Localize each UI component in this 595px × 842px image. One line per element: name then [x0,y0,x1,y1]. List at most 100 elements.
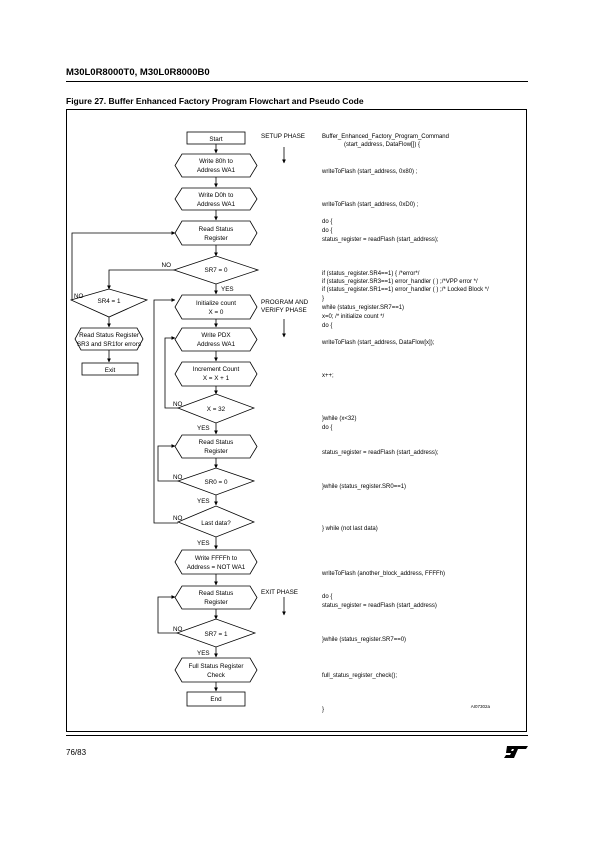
code-line: }while (status_register.SR0==1) [322,484,406,490]
sr7-1-decision [175,618,257,648]
write-pdx-label-1: Write PDX [201,332,231,339]
code-line: if (status_register.SR1==1) error_handle… [322,287,489,293]
sr7-1-label: SR7 = 1 [205,631,228,638]
setup-phase-label: SETUP PHASE [261,133,305,140]
figure-code: AI07302a [471,704,491,709]
end-box [186,691,246,707]
write-80h-label: Write 80h to [199,158,233,165]
code-line: (start_address, DataFlow[]) { [344,142,420,148]
code-line: } while (not last data) [322,526,378,532]
code-line: full_status_register_check(); [322,673,397,679]
code-line: while (status_register.SR7==1) [321,305,404,311]
code-line: do { [322,228,332,234]
end-label: End [210,696,222,703]
read-status-box-2 [174,434,258,459]
code-line: status_register = readFlash (start_addre… [322,603,437,609]
sr7-0-label: SR7 = 0 [205,267,228,274]
code-line: Buffer_Enhanced_Factory_Program_Command [322,134,449,140]
x-32-label: X = 32 [207,406,226,413]
code-line: writeToFlash (another_block_address, FFF… [321,571,445,577]
write-80h-address-label: Address WA1 [197,167,236,174]
write-ffffh-box [174,549,258,575]
code-line: }while (x<32) [322,416,357,422]
code-line: writeToFlash (start_address, 0xD0) ; [321,202,419,208]
x-32-decision [176,393,256,424]
write-d0h-label: Write D0h to [199,192,234,199]
figure-frame [66,109,527,732]
sr4-1-decision [69,288,149,318]
page-number: 76/83 [66,748,87,757]
full-status-check-box [174,657,258,683]
header-rule [66,81,528,82]
initialize-count-label-2: X = 0 [209,309,224,316]
code-line: writeToFlash (start_address, 0x80) ; [321,169,418,175]
no-label-sr4: NO [74,293,84,300]
code-line: x++; [322,373,334,379]
code-line: writeToFlash (start_address, DataFlow[x]… [321,340,435,346]
read-sr-errors-label-2: SR3 and SR1for errors [77,341,141,348]
read-status-label-1b: Register [204,235,227,242]
yes-label-x-32: YES [197,425,210,432]
yes-label-sr7-0: YES [221,286,234,293]
yes-label-sr7-1: YES [197,650,210,657]
write-pdx-label-2: Address WA1 [197,341,236,348]
increment-count-box [174,361,258,387]
code-line: } [322,296,324,302]
code-line: if (status_register.SR4==1) { /*error*/ [322,271,420,277]
program-phase-label-1: PROGRAM AND [261,299,309,306]
read-status-label-1a: Read Status [199,226,234,233]
code-line: do { [322,425,332,431]
document-title: M30L0R8000T0, M30L0R8000B0 [66,67,210,78]
initialize-count-box [174,294,258,320]
code-line: } [322,707,324,713]
code-line: do { [322,323,332,329]
no-label-sr0: NO [173,474,183,481]
sr7-0-decision [172,255,260,285]
no-label-last-data: NO [173,515,183,522]
sr0-0-decision [176,467,256,496]
no-label-sr7-0: NO [162,262,172,269]
read-sr-errors-box [74,327,144,351]
read-status-label-3b: Register [204,599,227,606]
code-line: }while (status_register.SR7==0) [322,637,406,643]
code-line: do { [322,594,332,600]
code-line: do { [322,219,332,225]
figure-title: Figure 27. Buffer Enhanced Factory Progr… [66,96,364,106]
flow-connectors [71,144,286,692]
read-status-box-3 [174,585,258,610]
no-label-sr7-1: NO [173,626,183,633]
full-status-label-2: Check [207,672,226,679]
write-ffffh-label-1: Write FFFFh to [195,555,238,562]
last-data-label: Last data? [201,520,231,527]
flowchart-figure: Start Write 80h to Address WA1 Write D0h… [69,131,491,713]
write-d0h-address-label: Address WA1 [197,201,236,208]
write-d0h-box [174,187,258,211]
read-status-label-2a: Read Status [199,439,234,446]
sr4-1-label: SR4 = 1 [98,298,121,305]
increment-count-label-1: Increment Count [193,366,240,373]
exit-phase-label: EXIT PHASE [261,589,298,596]
write-pdx-box [174,327,258,352]
last-data-decision [176,505,256,538]
start-label: Start [209,136,223,143]
program-phase-label-2: VERIFY PHASE [261,307,307,314]
sr0-0-label: SR0 = 0 [205,479,228,486]
increment-count-label-2: X = X + 1 [203,375,230,382]
footer-rule [66,735,528,736]
code-line: status_register = readFlash (start_addre… [322,237,439,243]
yes-label-sr0: YES [197,498,210,505]
exit-label: Exit [105,367,116,374]
start-box [186,131,246,145]
pseudo-code: Buffer_Enhanced_Factory_Program_Command … [321,134,489,713]
write-ffffh-label-2: Address = NOT WA1 [187,564,246,571]
code-line: status_register = readFlash (start_addre… [322,450,439,456]
code-line: x=0; /* initialize count */ [322,314,385,320]
st-logo-icon [504,746,528,758]
read-status-label-3a: Read Status [199,590,234,597]
full-status-label-1: Full Status Register [189,663,244,670]
read-status-label-2b: Register [204,448,227,455]
read-status-box-1 [174,220,258,246]
no-label-x-32: NO [173,401,183,408]
initialize-count-label-1: Initialize count [196,300,236,307]
yes-label-last-data: YES [197,540,210,547]
